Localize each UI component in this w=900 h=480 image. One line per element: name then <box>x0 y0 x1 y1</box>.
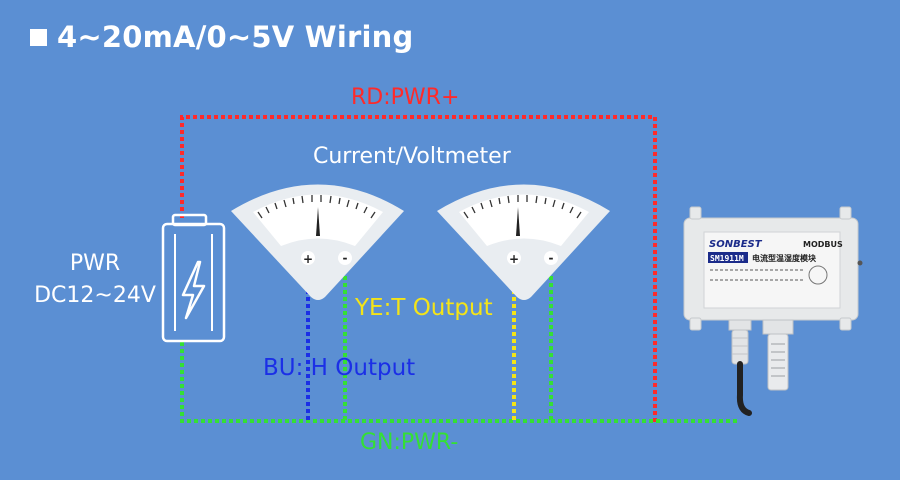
red-wire-label: RD:PWR+ <box>351 85 460 110</box>
device-name: 电流型温湿度模块 <box>752 253 817 263</box>
meter-2-minus-terminal <box>544 251 558 265</box>
green-wire-label: GN:PWR- <box>360 430 459 455</box>
meter-2: + - <box>437 184 610 300</box>
battery-icon <box>161 213 226 343</box>
power-label: PWR DC12~24V <box>20 248 170 312</box>
green-wire <box>180 262 740 423</box>
meter-2-plus-terminal <box>507 251 521 265</box>
device-protocol: MODBUS <box>803 240 843 249</box>
yellow-wire-label: YE:T Output <box>355 295 493 321</box>
lightning-icon <box>181 260 206 320</box>
title-text: 4~20mA/0~5V Wiring <box>57 20 414 54</box>
meter-1-plus-terminal <box>301 251 315 265</box>
power-label-line2: DC12~24V <box>34 283 156 308</box>
device-model: SM1911M <box>710 254 744 263</box>
svg-text:-: - <box>343 251 348 265</box>
device-brand: SONBEST <box>709 239 763 250</box>
svg-text:+: + <box>509 252 519 266</box>
meter-1: + - <box>231 184 404 300</box>
page-title: 4~20mA/0~5V Wiring <box>30 12 413 62</box>
square-bullet-icon <box>30 28 47 46</box>
meters-label: Current/Voltmeter <box>313 144 511 169</box>
red-wire <box>180 115 657 423</box>
svg-text:-: - <box>549 251 554 265</box>
meter-1-minus-terminal <box>338 251 352 265</box>
blue-wire-label: BU: H Output <box>263 355 416 381</box>
power-label-line1: PWR <box>69 251 121 276</box>
sensor-module-icon: SONBEST MODBUS SM1911M 电流型温湿度模块 <box>683 206 863 416</box>
svg-text:+: + <box>303 252 313 266</box>
